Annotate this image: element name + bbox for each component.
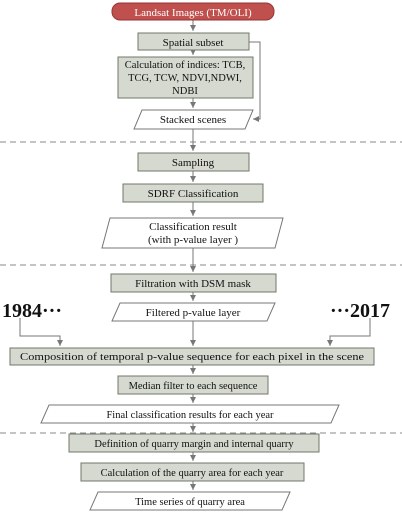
time-series-label: Time series of quarry area — [135, 497, 245, 508]
arrow-left-to-composition — [19, 318, 63, 346]
year-end-label: ···2017 — [330, 300, 390, 322]
arrow-subset-bypass — [249, 41, 261, 122]
year-start-label: 1984··· — [2, 300, 62, 322]
filtered-layer-label: Filtered p-value layer — [146, 307, 241, 319]
indices-node — [117, 56, 254, 99]
filtered-layer-node — [111, 302, 276, 322]
stacked-scenes-label: Stacked scenes — [160, 114, 226, 126]
spatial-subset-label: Spatial subset — [163, 37, 224, 49]
median-filter-node — [117, 375, 269, 395]
sampling-label: Sampling — [172, 157, 215, 169]
final-results-label: Final classification results for each ye… — [106, 410, 274, 421]
sampling-node — [137, 152, 250, 172]
composition-node — [9, 347, 375, 366]
start-node — [111, 2, 275, 21]
definition-node — [68, 433, 320, 453]
indices-label-line1: Calculation of indices: TCB, — [125, 60, 246, 71]
time-series-node — [89, 491, 291, 511]
indices-label-line3: NDBI — [172, 86, 198, 97]
indices-label-line2: TCG, TCW, NDVI,NDWI, — [128, 73, 242, 84]
classification-result-line1: Classification result — [149, 221, 237, 233]
start-node-label: Landsat Images (TM/OLI) — [134, 7, 252, 19]
definition-label: Definition of quarry margin and internal… — [94, 439, 294, 450]
connectors — [19, 20, 371, 490]
filtration-label: Filtration with DSM mask — [135, 278, 251, 290]
arrow-right-to-composition — [327, 318, 371, 346]
filtration-node — [110, 273, 277, 293]
final-results-node — [40, 404, 340, 424]
composition-label: Composition of temporal p-value sequence… — [20, 352, 365, 363]
spatial-subset-node — [137, 32, 250, 51]
median-filter-label: Median filter to each sequence — [129, 381, 258, 392]
stacked-scenes-node — [133, 109, 254, 130]
classification-result-node — [101, 217, 284, 249]
calc-area-node — [80, 462, 305, 482]
sdrf-node — [122, 183, 264, 203]
calc-area-label: Calculation of the quarry area for each … — [101, 468, 284, 479]
sdrf-label: SDRF Classification — [148, 188, 239, 200]
classification-result-line2: (with p-value layer ) — [148, 234, 238, 246]
